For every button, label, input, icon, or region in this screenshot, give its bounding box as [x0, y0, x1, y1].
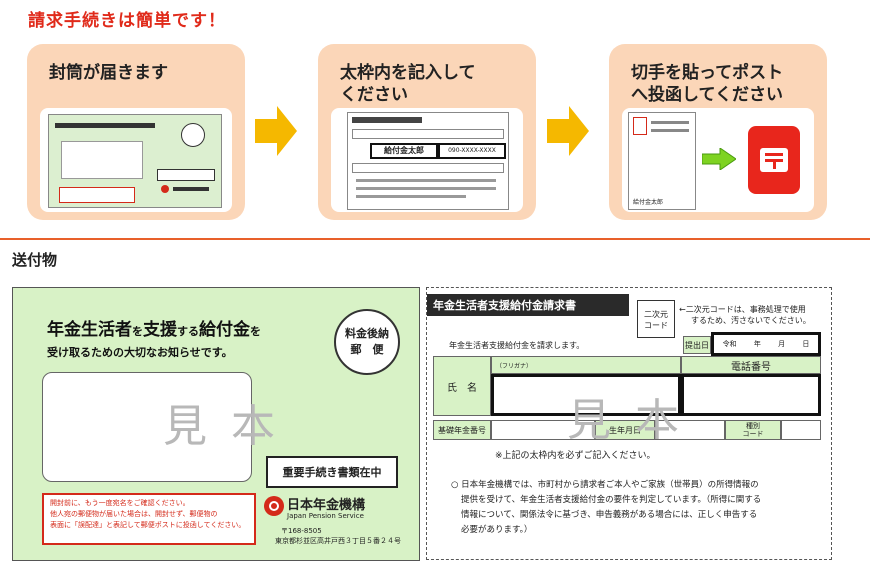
arrow-right-icon — [702, 148, 736, 170]
disclaimer-line: 情報について、関係法令に基づき、申告義務がある場合には、正しく申告する — [461, 510, 758, 520]
envelope-sample: 年金生活者を支援する給付金を 受け取るための大切なお知らせです。 料金後納 郵 … — [12, 287, 420, 561]
envelope-title: 年金生活者を支援する給付金を — [47, 315, 261, 340]
phone-field[interactable] — [681, 374, 821, 416]
step-label-line: 封筒が届きます — [49, 63, 168, 83]
postage-mark: 料金後納 郵 便 — [334, 309, 400, 375]
postal-code: 〒168-8505 — [281, 527, 322, 535]
qr-label: コード — [644, 321, 668, 330]
title-part: を — [250, 325, 261, 338]
postage-line: 料金後納 — [345, 327, 389, 340]
section-divider — [0, 238, 870, 240]
disclaimer-line: 必要があります。） — [461, 525, 533, 535]
watermark: 見本 — [163, 401, 299, 452]
birthdate-label: 生年月日 — [595, 420, 655, 440]
step-label: 太枠内を記入して ください — [340, 62, 476, 106]
furigana-label: （フリガナ） — [491, 356, 681, 374]
day-label: 日 — [802, 340, 810, 348]
misdelivery-notice: 開封前に、もう一度宛名をご確認ください。 他人宛の郵便物が届いた場合は、開封せず… — [42, 493, 256, 545]
important-docs-label: 重要手続き書類在中 — [266, 456, 398, 488]
code-label-line: 種別 — [746, 422, 760, 430]
step-label: 切手を貼ってポスト へ投函してください — [631, 62, 783, 106]
title-part: 給付金 — [199, 320, 250, 340]
name-label: 氏 名 — [433, 356, 491, 416]
qr-note-line: するため、汚さないでください。 — [691, 316, 811, 325]
thumb-name: 給付金太郎 — [370, 143, 438, 159]
title-part: を — [132, 325, 143, 338]
postage-line: 郵 便 — [350, 343, 384, 356]
step-card-form: 太枠内を記入して ください 給付金太郎 090-XXXX-XXXX — [318, 44, 536, 220]
notice-line: 開封前に、もう一度宛名をご確認ください。 — [50, 499, 190, 507]
submit-date-label: 提出日 — [683, 336, 711, 354]
disclaimer-line: 提供を受けて、年金生活者支援給付金の要件を判定しています。（所得に関する — [461, 495, 762, 505]
qr-label: 二次元 — [644, 310, 668, 319]
step-label-line: 太枠内を記入して — [340, 63, 476, 83]
title-part: 支援 — [143, 320, 177, 340]
org-address: 東京都杉並区高井戸西３丁目５番２４号 — [275, 537, 401, 545]
month-label: 月 — [778, 340, 786, 348]
disclaimer-line: ○ 日本年金機構では、市町村から請求者ご本人やご家族（世帯員）の所得情報の — [451, 480, 759, 490]
pension-number-label: 基礎年金番号 — [433, 420, 491, 440]
page-title: 請求手続きは簡単です！ — [28, 11, 226, 31]
arrow-right-icon — [255, 106, 297, 156]
pension-number-field — [491, 420, 595, 440]
instruction-text: ※上記の太枠内を必ずご記入ください。 — [495, 451, 656, 461]
thumb-post-name: 給付金太郎 — [633, 199, 664, 206]
qr-code-box: 二次元 コード — [637, 300, 675, 338]
phone-label: 電話番号 — [681, 356, 821, 374]
disclaimer: ○ 日本年金機構では、市町村から請求者ご本人やご家族（世帯員）の所得情報の 提供… — [451, 478, 761, 538]
name-field[interactable] — [491, 374, 681, 416]
postbox-icon — [748, 126, 800, 194]
org-name-en: Japan Pension Service — [287, 512, 364, 520]
org-name: 日本年金機構 — [287, 498, 366, 513]
form-title: 年金生活者支援給付金請求書 — [427, 294, 629, 316]
birthdate-field — [655, 420, 725, 440]
code-label-line: コード — [742, 430, 764, 438]
code-field — [781, 420, 821, 440]
era-label: 令和 — [722, 340, 737, 348]
post-thumbnail: 給付金太郎 — [622, 108, 814, 212]
watermark: 見本 — [567, 395, 703, 446]
logo-icon — [264, 496, 284, 516]
qr-note-line: ←二次元コードは、事務処理で使用 — [679, 305, 806, 314]
step-label-line: ください — [340, 85, 408, 105]
envelope-subtitle: 受け取るための大切なお知らせです。 — [47, 346, 233, 359]
envelope-thumbnail — [40, 108, 232, 212]
notice-line: 他人宛の郵便物が届いた場合は、開封せず、郵便物の — [50, 510, 218, 518]
form-thumbnail: 給付金太郎 090-XXXX-XXXX — [331, 108, 523, 212]
section-title: 送付物 — [12, 251, 58, 269]
step-label-line: へ投函してください — [631, 85, 783, 105]
notice-line: 表面に「誤配達」と表記して郵便ポストに投函してください。 — [50, 521, 246, 529]
code-label: 種別 コード — [725, 420, 781, 440]
claim-form-sample: 年金生活者支援給付金請求書 二次元 コード ←二次元コードは、事務処理で使用 す… — [426, 287, 832, 560]
step-label: 封筒が届きます — [49, 62, 168, 84]
step-card-envelope: 封筒が届きます — [27, 44, 245, 220]
request-text: 年金生活者支援給付金を請求します。 — [449, 341, 585, 350]
arrow-right-icon — [547, 106, 589, 156]
title-part: 年金生活者 — [47, 320, 132, 340]
thumb-phone: 090-XXXX-XXXX — [438, 143, 506, 159]
step-card-post: 切手を貼ってポスト へ投函してください 給付金太郎 — [609, 44, 827, 220]
address-window — [42, 372, 252, 482]
year-label: 年 — [753, 340, 761, 348]
submit-date-field[interactable]: 令和 年 月 日 — [711, 332, 821, 356]
qr-note: ←二次元コードは、事務処理で使用 するため、汚さないでください。 — [679, 304, 811, 326]
step-label-line: 切手を貼ってポスト — [631, 63, 784, 83]
title-part: する — [177, 325, 199, 338]
